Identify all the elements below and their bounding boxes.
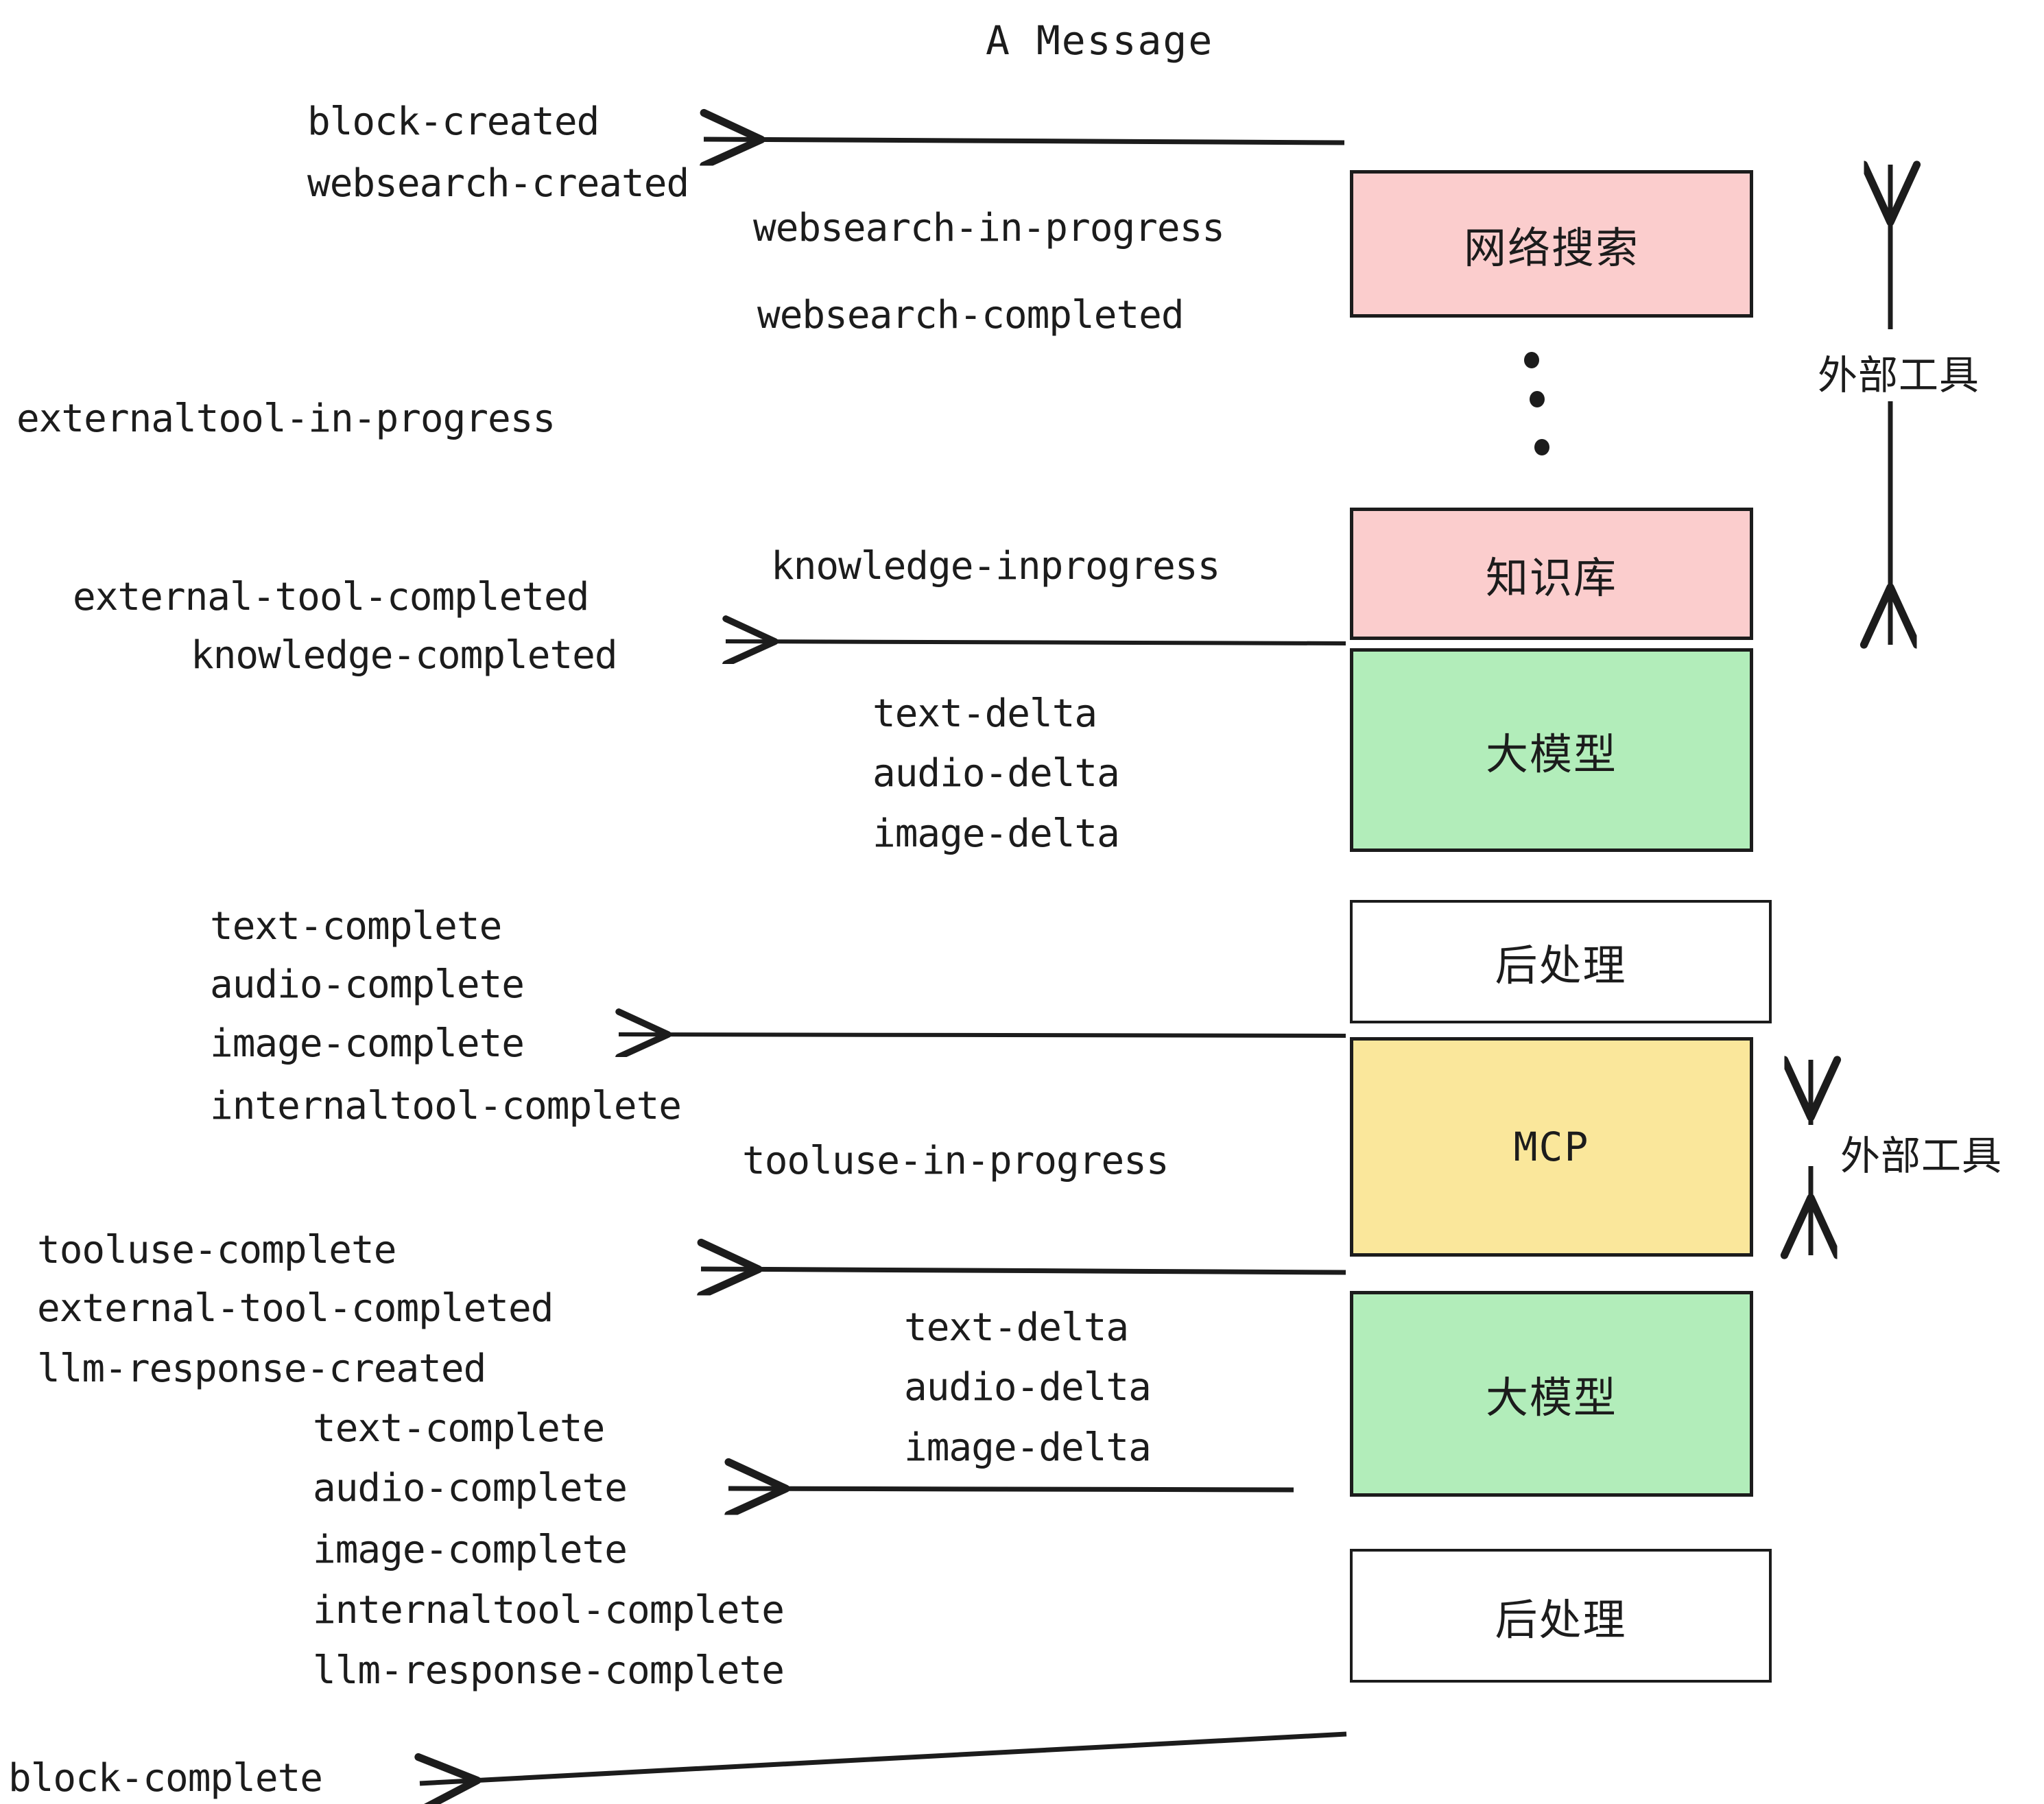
box-mcp-label: MCP — [1513, 1124, 1590, 1170]
box-postprocess-1-label: 后处理 — [1495, 940, 1627, 990]
event-externaltool-in-progress: externaltool-in-progress — [16, 396, 556, 441]
event-image-delta-2: image-delta — [904, 1425, 1152, 1470]
box-llm-2: 大模型 — [1350, 1291, 1753, 1497]
event-block-created: block-created — [307, 99, 599, 144]
event-llm-response-created: llm-response-created — [37, 1346, 486, 1391]
box-mcp: MCP — [1350, 1037, 1753, 1257]
box-postprocess-1: 后处理 — [1350, 900, 1772, 1023]
arrow-knowledge-to-completed — [726, 641, 1346, 643]
event-image-delta-1: image-delta — [872, 811, 1120, 856]
box-websearch: 网络搜索 — [1350, 170, 1753, 318]
box-knowledge-label: 知识库 — [1485, 552, 1617, 603]
arrow-llm2-to-audiocomplete — [728, 1488, 1294, 1490]
arrow-postprocess1-to-imagecomplete — [619, 1034, 1346, 1036]
arrow-postprocess2-to-blockcomplete — [420, 1731, 1347, 1783]
box-postprocess-2-label: 后处理 — [1495, 1594, 1627, 1645]
event-block-complete: block-complete — [8, 1756, 323, 1801]
event-external-tool-completed-1: external-tool-completed — [73, 575, 589, 619]
event-knowledge-inprogress: knowledge-inprogress — [771, 544, 1220, 589]
box-knowledge: 知识库 — [1350, 508, 1753, 640]
side-label-external-tools-bottom: 外部工具 — [1840, 1132, 2003, 1179]
box-llm-1-label: 大模型 — [1485, 728, 1617, 779]
event-websearch-created: websearch-created — [307, 161, 689, 206]
event-image-complete-2: image-complete — [313, 1528, 628, 1572]
event-audio-delta-1: audio-delta — [872, 751, 1120, 796]
box-websearch-label: 网络搜索 — [1463, 222, 1639, 273]
event-audio-complete-1: audio-complete — [210, 962, 525, 1007]
event-audio-complete-2: audio-complete — [313, 1466, 628, 1510]
event-internaltool-complete-2: internaltool-complete — [313, 1588, 785, 1633]
event-tooluse-in-progress: tooluse-in-progress — [742, 1139, 1169, 1183]
event-websearch-completed: websearch-completed — [757, 293, 1185, 337]
box-llm-2-label: 大模型 — [1485, 1373, 1617, 1423]
arrow-websearch-to-blockcreated — [704, 139, 1345, 143]
box-postprocess-2: 后处理 — [1350, 1549, 1772, 1683]
ellipsis-dot-1 — [1524, 352, 1539, 368]
side-label-external-tools-top: 外部工具 — [1818, 352, 1980, 399]
ellipsis-dot-3 — [1534, 439, 1549, 455]
event-text-complete-2: text-complete — [313, 1406, 605, 1451]
event-llm-response-complete: llm-response-complete — [313, 1648, 785, 1693]
event-image-complete-1: image-complete — [210, 1021, 525, 1066]
event-internaltool-complete-1: internaltool-complete — [210, 1084, 682, 1128]
event-text-delta-2: text-delta — [904, 1305, 1129, 1350]
arrow-mcp-to-toolusecomplete — [701, 1269, 1346, 1272]
event-text-delta-1: text-delta — [872, 691, 1097, 736]
event-audio-delta-2: audio-delta — [904, 1365, 1152, 1410]
ellipsis-dot-2 — [1530, 391, 1545, 407]
box-llm-1: 大模型 — [1350, 648, 1753, 852]
event-websearch-in-progress: websearch-in-progress — [753, 206, 1225, 250]
event-text-complete-1: text-complete — [210, 904, 502, 949]
event-knowledge-completed: knowledge-completed — [191, 633, 618, 678]
page-title: A Message — [986, 17, 1214, 64]
event-tooluse-complete: tooluse-complete — [37, 1228, 396, 1272]
event-external-tool-completed-2: external-tool-completed — [37, 1286, 554, 1331]
